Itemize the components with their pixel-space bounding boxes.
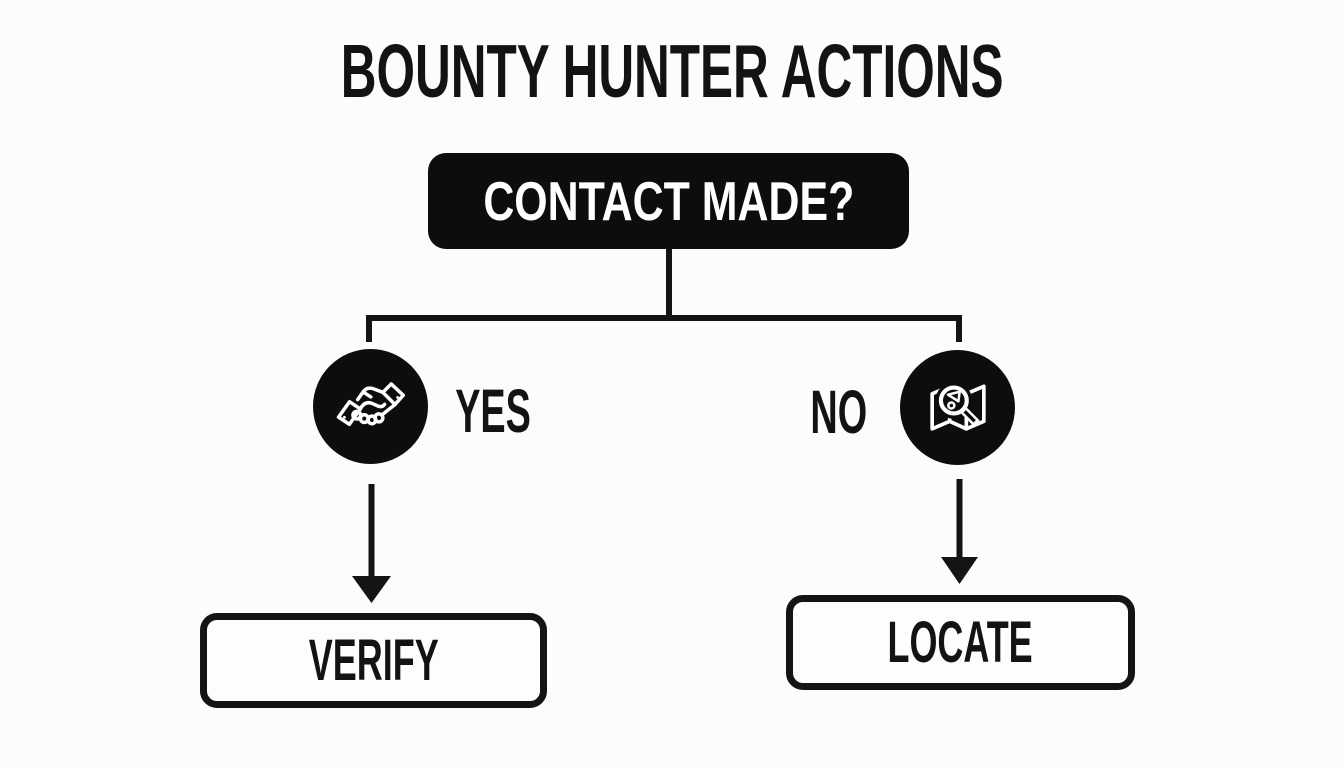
verify-action-node: VERIFY <box>200 613 547 708</box>
diagram-title: BOUNTY HUNTER ACTIONS <box>0 34 1344 109</box>
yes-branch-label-text: YES <box>455 376 531 445</box>
no-branch-label: NO <box>786 381 892 443</box>
locate-action-label: LOCATE <box>887 609 1034 675</box>
no-branch-node <box>900 350 1015 465</box>
no-branch-label-text: NO <box>810 377 868 446</box>
no-arrowhead-icon <box>941 557 978 584</box>
verify-action-label: VERIFY <box>308 627 439 693</box>
no-arrow <box>941 479 978 584</box>
decision-label: CONTACT MADE? <box>483 169 854 232</box>
branch-split-line <box>366 315 962 342</box>
handshake-icon <box>336 381 405 426</box>
diagram-title-text: BOUNTY HUNTER ACTIONS <box>340 29 1004 113</box>
map-magnifier-icon <box>929 381 986 431</box>
decision-node: CONTACT MADE? <box>428 153 909 249</box>
locate-action-node: LOCATE <box>786 595 1135 690</box>
yes-branch-node <box>313 349 428 464</box>
yes-branch-label: YES <box>437 380 549 442</box>
yes-arrowhead-icon <box>352 576 391 603</box>
yes-arrow <box>352 484 391 603</box>
